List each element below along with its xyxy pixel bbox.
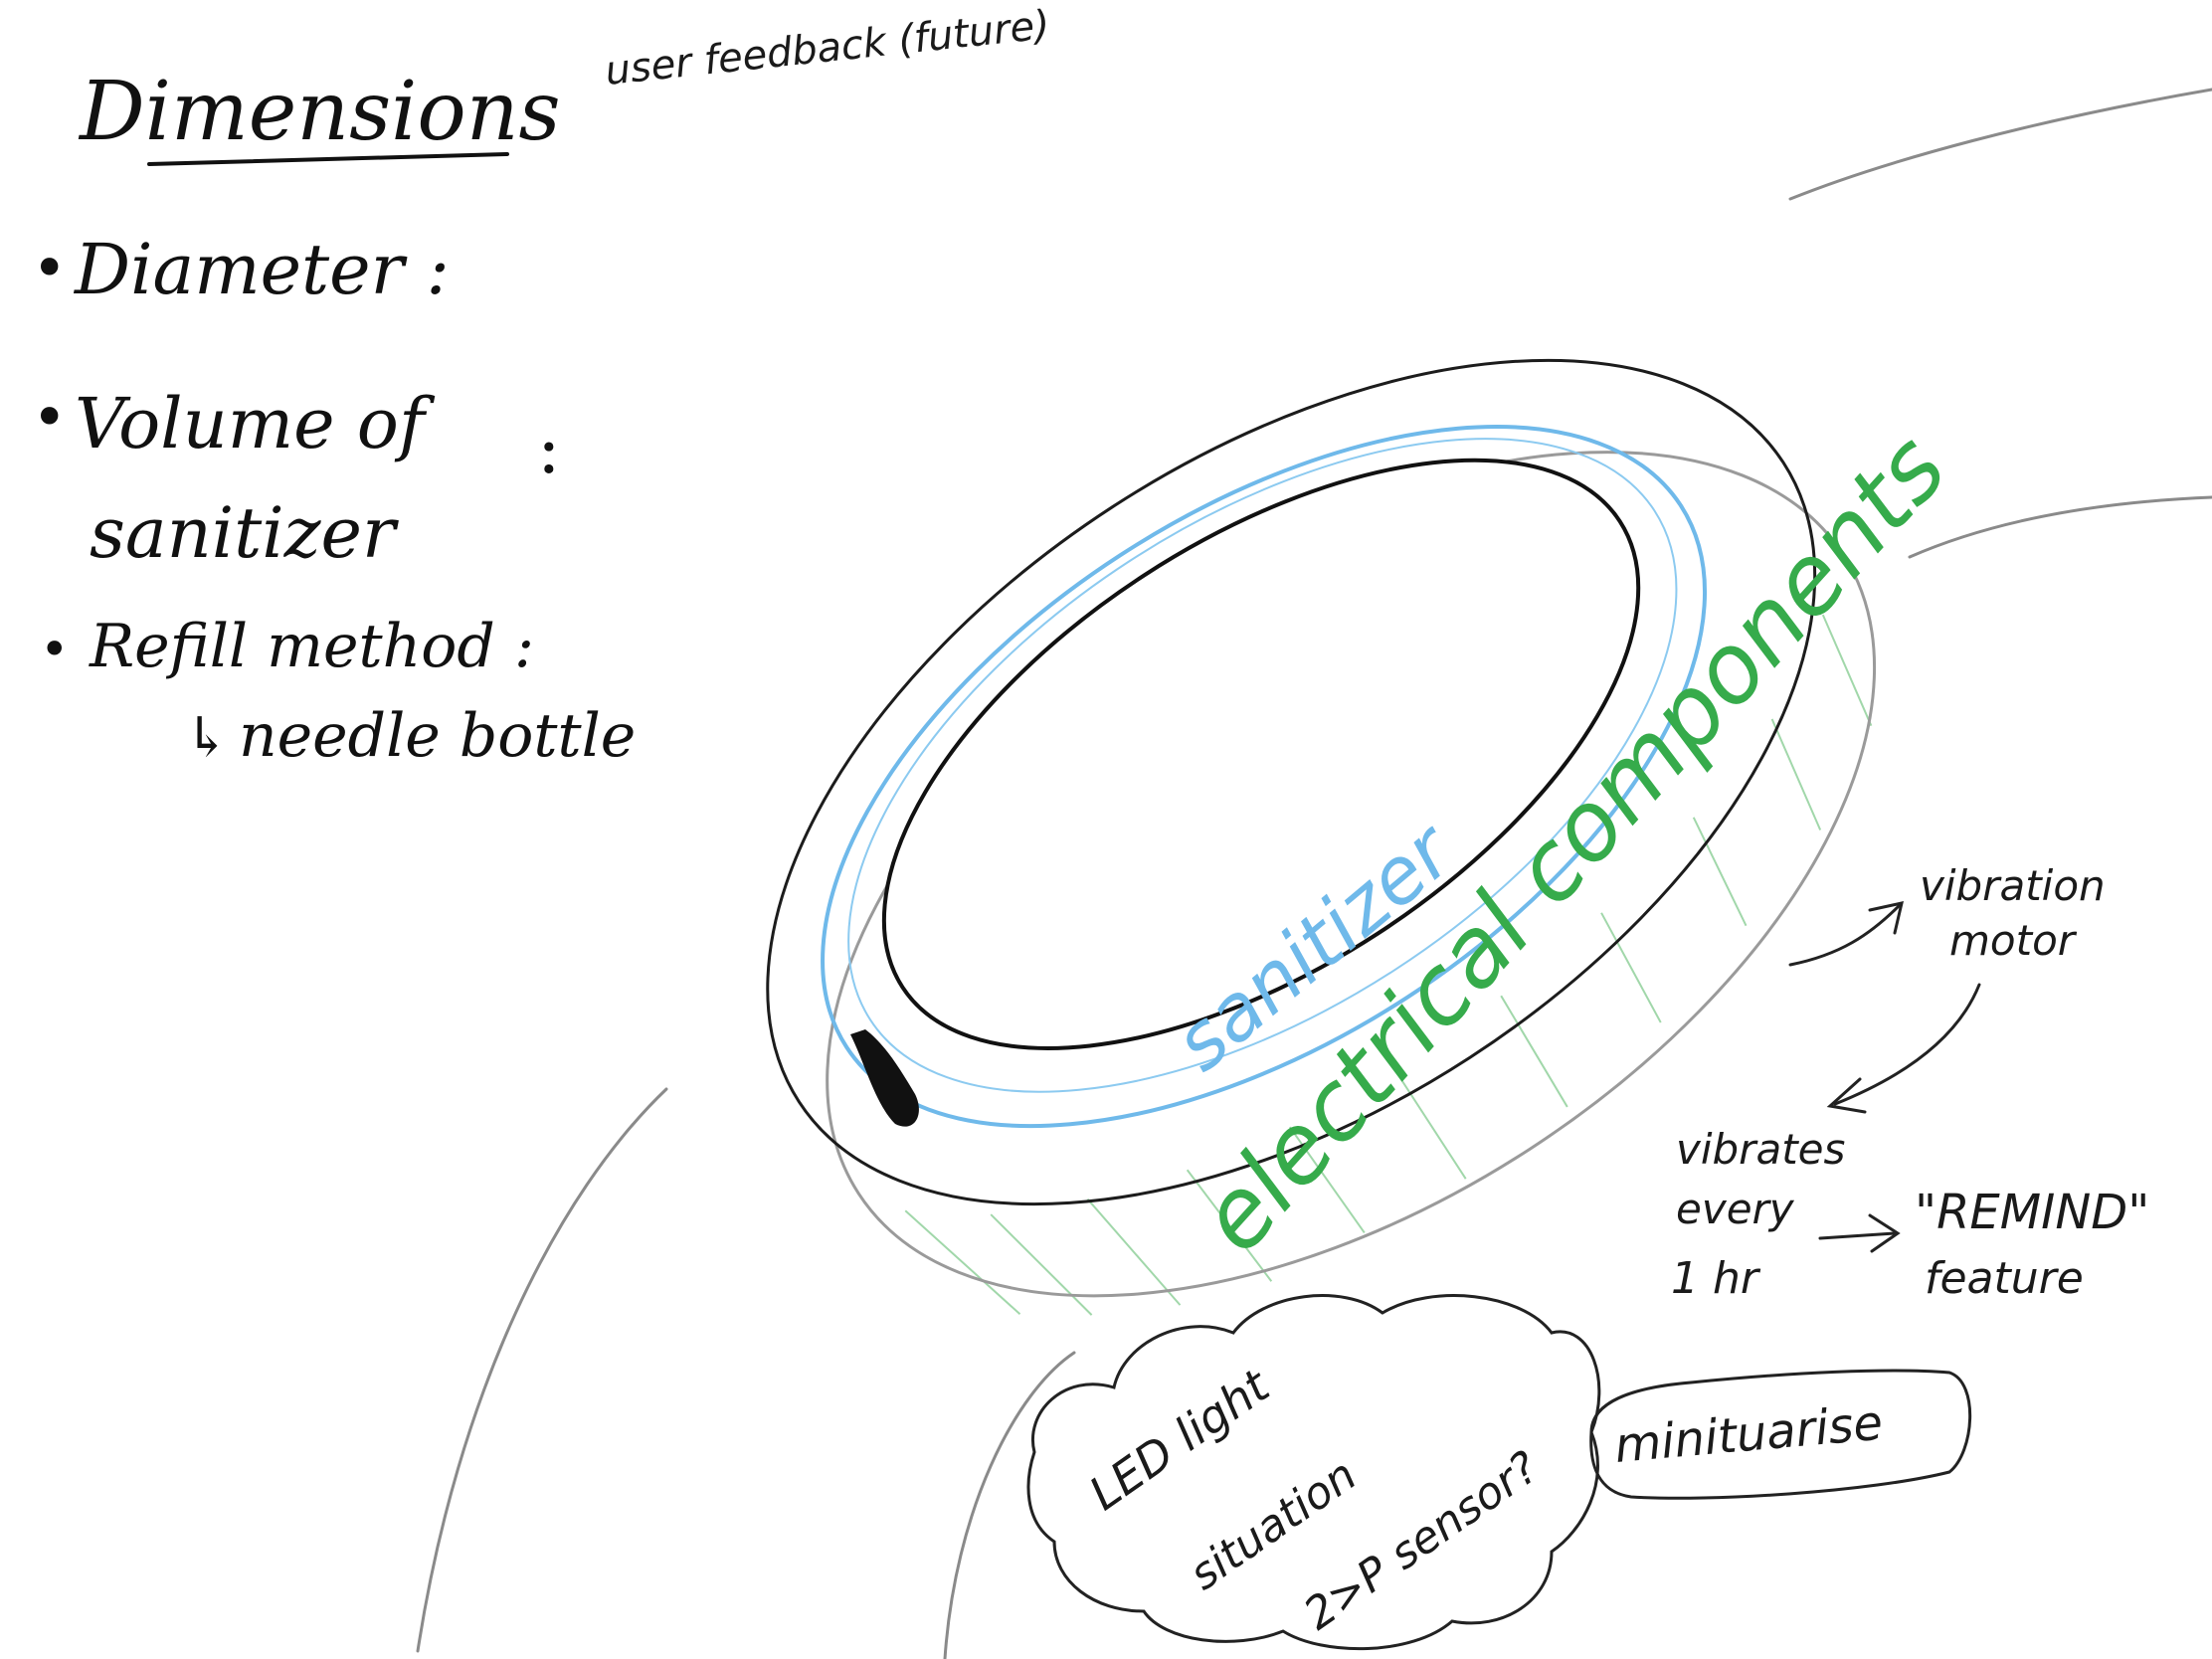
note-volume-colon: : — [537, 408, 561, 489]
refill-port — [850, 1029, 919, 1127]
vibration-motor-line2: motor — [1949, 916, 2078, 965]
heading-dimensions: Dimensions — [78, 65, 561, 159]
note-bullet-volume: • — [32, 383, 67, 453]
heading-underline — [147, 152, 509, 166]
strap-top-line — [1788, 88, 2212, 201]
arrow-to-vibrates — [1833, 983, 1981, 1106]
arrowhead-remind — [1868, 1213, 1901, 1253]
note-diameter: Diameter : — [73, 229, 450, 310]
arrow-to-vibration-motor — [1788, 903, 1902, 967]
user-feedback-note: user feedback (future) — [603, 2, 1052, 94]
minituarise-label: minituarise — [1612, 1395, 1885, 1474]
note-volume: Volume of — [75, 383, 436, 464]
remind-line1: "REMIND" — [1915, 1185, 2149, 1240]
refill-sub-arrow: ↳ — [184, 705, 230, 769]
cloud-line1: LED light — [1079, 1358, 1280, 1521]
arrow-to-remind — [1818, 1231, 1897, 1240]
component-hatching — [904, 614, 1873, 1316]
ring-top-edge — [766, 358, 1817, 1206]
note-refill: Refill method : — [89, 612, 534, 681]
note-volume-continuation: sanitizer — [90, 492, 399, 574]
dimension-notes: Dimensions • Diameter : • Volume of : sa… — [32, 65, 636, 771]
arm-left-line — [416, 1087, 668, 1653]
note-bullet-diameter: • — [32, 234, 67, 303]
sanitizer-chamber-inner — [847, 438, 1678, 1093]
vibrates-line2: every — [1676, 1185, 1795, 1233]
note-refill-sub: needle bottle — [239, 701, 636, 771]
strap-middle-line — [1908, 495, 2212, 559]
arrowhead-vibration-motor — [1868, 901, 1905, 935]
ring-device — [766, 358, 1877, 1316]
vibrates-line1: vibrates — [1676, 1125, 1845, 1174]
wrist-outline — [416, 88, 2212, 1659]
vibration-motor-line1: vibration — [1920, 861, 2106, 910]
note-bullet-refill: • — [40, 621, 70, 678]
arrowhead-vibrates — [1826, 1077, 1867, 1114]
sanitizer-chamber — [821, 425, 1708, 1129]
arm-lower-line — [943, 1351, 1076, 1659]
vibrates-line3: 1 hr — [1671, 1253, 1761, 1304]
remind-line2: feature — [1925, 1253, 2084, 1304]
thought-cloud — [1026, 1294, 1601, 1651]
minituarise-bubble — [1589, 1369, 1972, 1500]
ring-inner-hole — [881, 458, 1641, 1050]
